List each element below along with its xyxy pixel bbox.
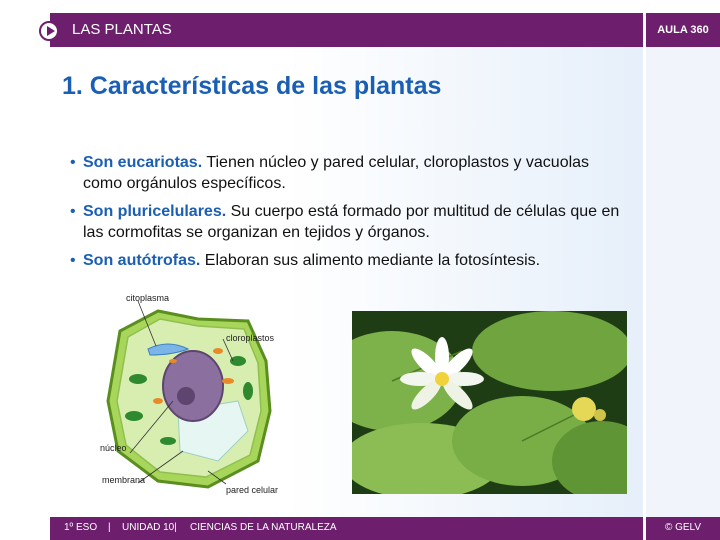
footer-copyright: © GELV — [643, 517, 720, 540]
footer-separator: | — [108, 522, 111, 533]
brand-label: AULA 360 — [643, 13, 720, 47]
bullet-term: Son autótrofas. — [83, 252, 201, 269]
label-cell-wall: pared celular — [226, 485, 278, 495]
list-item: Son autótrofas. Elaboran sus alimento me… — [70, 250, 630, 271]
bullet-text: Tienen núcleo y pared celular, cloroplas… — [83, 154, 590, 192]
section-title: LAS PLANTAS — [72, 21, 172, 38]
footer-subject: CIENCIAS DE LA NATURALEZA — [190, 522, 337, 533]
bullet-term: Son eucariotas. — [83, 154, 203, 171]
bullet-term: Son pluricelulares. — [83, 203, 227, 220]
plant-cell-diagram: citoplasma cloroplastos núcleo membrana … — [98, 291, 290, 499]
footer-bar: 1º ESO | UNIDAD 10| CIENCIAS DE LA NATUR… — [50, 517, 643, 540]
right-sidebar — [643, 47, 720, 517]
play-icon[interactable] — [39, 21, 59, 41]
label-cytoplasm: citoplasma — [126, 293, 169, 303]
header-bar — [0, 13, 720, 47]
label-membrane: membrana — [102, 475, 145, 485]
bullet-text: Elaboran sus alimento mediante la fotosí… — [200, 252, 541, 269]
list-item: Son pluricelulares. Su cuerpo está forma… — [70, 201, 630, 243]
label-nucleus: núcleo — [100, 443, 127, 453]
footer-unit: UNIDAD 10| — [122, 522, 177, 533]
bullet-text: Su cuerpo está formado por multitud de c… — [83, 203, 620, 241]
characteristics-list: Son eucariotas. Tienen núcleo y pared ce… — [70, 152, 630, 278]
label-chloroplasts: cloroplastos — [226, 333, 275, 343]
slide-title: 1. Características de las plantas — [62, 72, 442, 100]
water-lily-photo — [352, 311, 627, 494]
list-item: Son eucariotas. Tienen núcleo y pared ce… — [70, 152, 630, 194]
footer-course: 1º ESO — [64, 522, 98, 533]
